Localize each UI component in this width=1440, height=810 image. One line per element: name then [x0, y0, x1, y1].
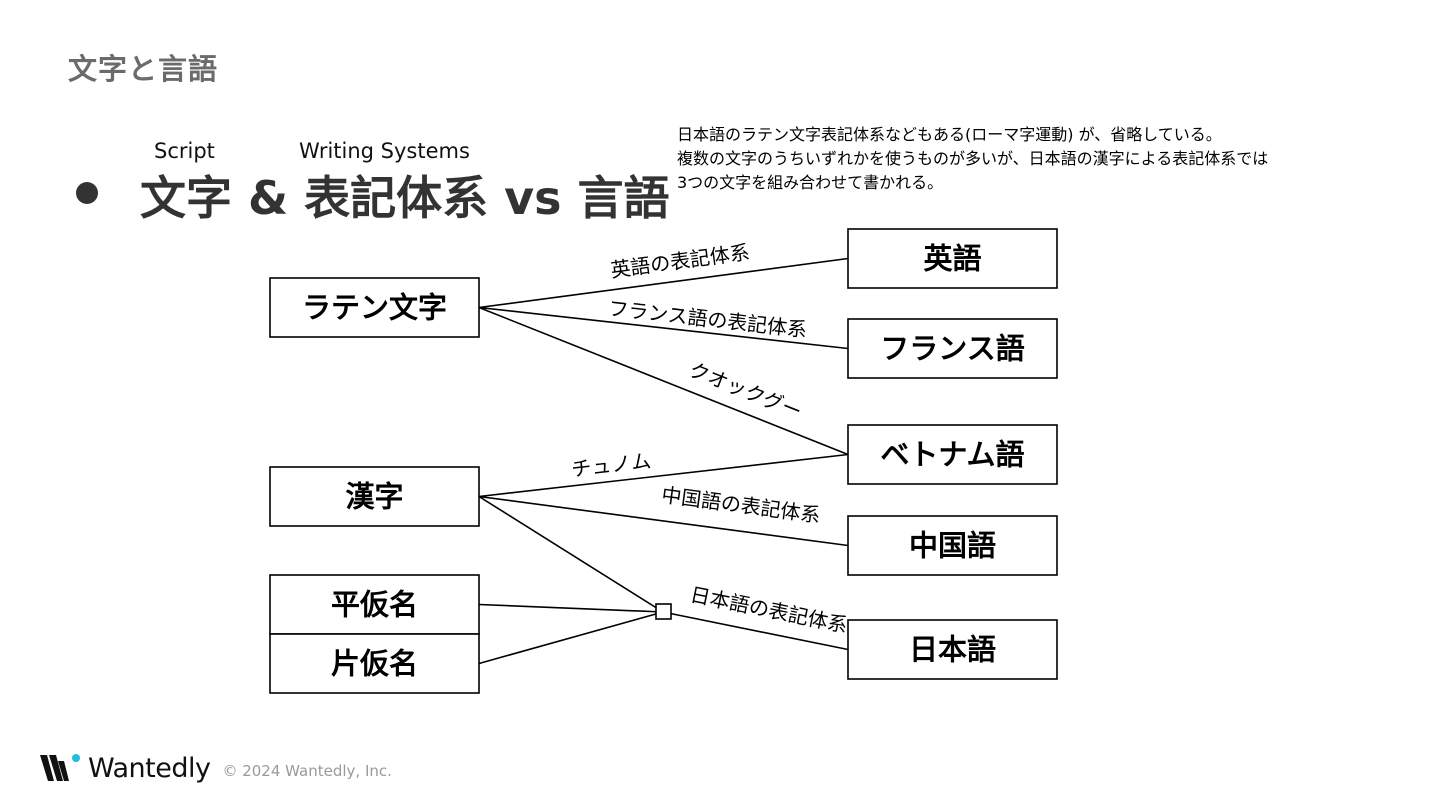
edge-kanji-vietnamese — [478, 453, 849, 498]
note-text: 日本語のラテン文字表記体系などもある(ローマ字運動) が、省略している。 複数の… — [677, 123, 1268, 195]
wantedly-logo-icon — [40, 754, 80, 781]
language-label: 英語 — [923, 242, 981, 276]
copyright: © 2024 Wantedly, Inc. — [222, 762, 392, 780]
edge-latin-english — [478, 257, 849, 309]
language-box-chinese: 中国語 — [847, 515, 1058, 576]
script-box-latin: ラテン文字 — [269, 277, 480, 338]
note-line: 日本語のラテン文字表記体系などもある(ローマ字運動) が、省略している。 — [677, 125, 1222, 144]
footer: Wantedly © 2024 Wantedly, Inc. — [40, 750, 392, 786]
note-line: 複数の文字のうちいずれかを使うものが多いが、日本語の漢字による表記体系では — [677, 149, 1269, 168]
language-label: フランス語 — [880, 332, 1024, 366]
script-label: 漢字 — [345, 480, 403, 514]
writing-system-label: 英語の表記体系 — [609, 240, 751, 282]
edge-latin-french — [478, 306, 849, 350]
edge-latin-vietnamese — [478, 306, 849, 456]
writing-system-label: 中国語の表記体系 — [660, 483, 822, 528]
bullet-icon — [76, 182, 98, 204]
language-box-english: 英語 — [847, 228, 1058, 289]
slide-heading: 文字 & 表記体系 vs 言語 — [140, 171, 670, 225]
logo-text: Wantedly — [88, 752, 211, 784]
language-label: 日本語 — [909, 633, 996, 667]
script-label: 平仮名 — [331, 588, 418, 622]
script-box-katakana: 片仮名 — [269, 633, 480, 694]
language-label: ベトナム語 — [880, 438, 1024, 472]
edge-hiragana-junction — [478, 603, 664, 613]
edge-katakana-junction — [478, 611, 664, 665]
note-line: 3つの文字を組み合わせて書かれる。 — [677, 173, 944, 192]
language-box-french: フランス語 — [847, 318, 1058, 379]
language-label: 中国語 — [909, 529, 996, 563]
writing-systems-label: Writing Systems — [299, 139, 470, 163]
script-box-kanji: 漢字 — [269, 466, 480, 527]
language-box-japanese: 日本語 — [847, 619, 1058, 680]
language-box-vietnamese: ベトナム語 — [847, 424, 1058, 485]
writing-system-label: チュノム — [570, 449, 652, 482]
edge-kanji-chinese — [478, 495, 849, 547]
script-label: Script — [154, 139, 215, 163]
writing-system-label: フランス語の表記体系 — [607, 296, 808, 342]
script-box-hiragana: 平仮名 — [269, 574, 480, 635]
edge-junction-japanese — [662, 611, 849, 651]
section-title: 文字と言語 — [68, 52, 219, 86]
script-label: 片仮名 — [331, 647, 418, 681]
edge-kanji-junction — [478, 495, 664, 613]
junction-node — [655, 603, 672, 620]
writing-system-label: 日本語の表記体系 — [688, 582, 850, 637]
script-label: ラテン文字 — [302, 291, 447, 325]
